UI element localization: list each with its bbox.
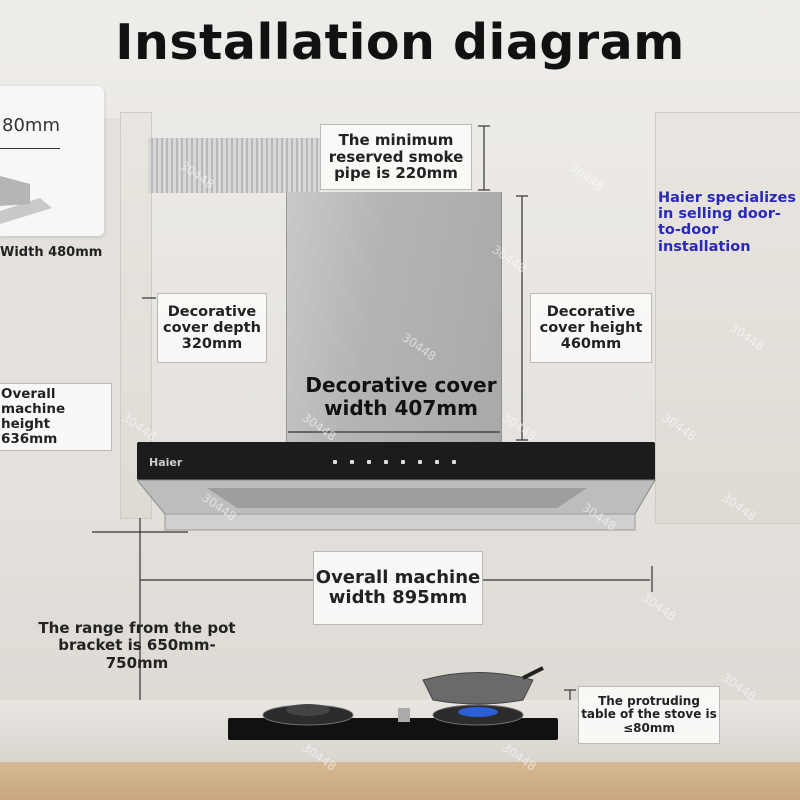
stove-burners — [262, 666, 544, 726]
pot-range-label: The range from the pot bracket is 650mm-… — [38, 619, 236, 672]
stove-protrude-label: The protruding table of the stove is ≤80… — [578, 686, 720, 744]
control-button[interactable] — [333, 460, 337, 464]
decorative-cover — [286, 192, 502, 442]
right-wall-cabinet — [655, 112, 800, 524]
control-buttons — [333, 460, 456, 464]
inset-width-label: Width 480mm — [0, 245, 103, 260]
haier-logo: Haier — [149, 456, 183, 469]
cover-width-label: Decorative cover width 407mm — [305, 373, 497, 420]
control-button[interactable] — [401, 460, 405, 464]
cover-depth-label: Decorative cover depth 320mm — [157, 293, 267, 363]
inset-hood-image — [0, 176, 52, 224]
overall-width-label: Overall machine width 895mm — [313, 551, 483, 625]
control-button[interactable] — [418, 460, 422, 464]
floor-cabinets — [0, 762, 800, 800]
control-button[interactable] — [350, 460, 354, 464]
control-button[interactable] — [435, 460, 439, 464]
hood-canopy — [137, 479, 656, 531]
control-button[interactable] — [452, 460, 456, 464]
cover-height-label: Decorative cover height 460mm — [530, 293, 652, 363]
control-button[interactable] — [367, 460, 371, 464]
smoke-pipe-label: The minimum reserved smoke pipe is 220mm — [320, 124, 472, 190]
inset-thumbnail: 80mm — [0, 86, 104, 236]
promo-text: Haier specializes in selling door-to-doo… — [658, 190, 796, 255]
hood-control-panel: Haier — [137, 442, 655, 480]
control-button[interactable] — [384, 460, 388, 464]
inset-top-dimension: 80mm — [2, 115, 60, 136]
inset-dimension-line — [0, 148, 60, 149]
smoke-pipe — [148, 138, 320, 193]
page-title: Installation diagram — [115, 14, 685, 71]
overall-height-label: Overall machine height 636mm — [0, 383, 112, 451]
